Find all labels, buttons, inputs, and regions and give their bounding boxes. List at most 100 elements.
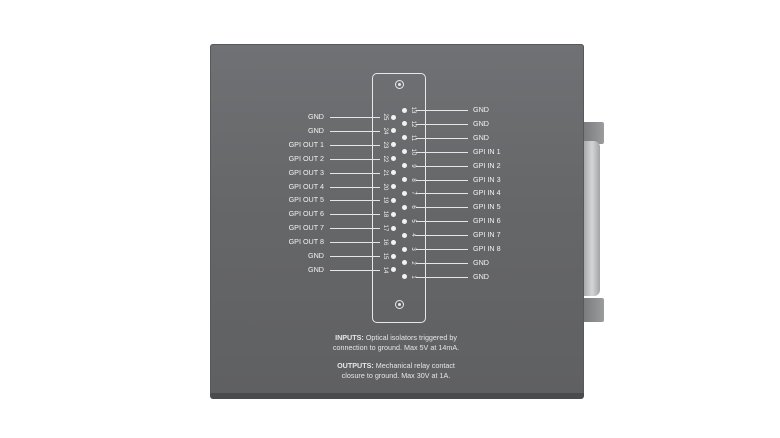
pin-number-16: 16 — [382, 238, 388, 246]
pin-label-21: GPI OUT 3 — [288, 167, 324, 177]
lead-line-pin-24 — [330, 130, 380, 132]
inputs-note: INPUTS: Optical isolators triggered by c… — [300, 333, 492, 352]
pin-8 — [402, 177, 407, 182]
pin-10 — [402, 149, 407, 155]
pin-11 — [402, 135, 407, 141]
lead-line-pin-13 — [416, 110, 468, 111]
bottom-screw-icon — [395, 300, 404, 309]
outputs-text-line-2: closure to ground. Max 30V at 1A. — [341, 370, 451, 380]
connector-mount-bracket-top — [584, 122, 604, 144]
lead-line-pin-17 — [330, 228, 380, 230]
pin-22 — [391, 156, 396, 162]
pin-1 — [402, 274, 407, 280]
pin-label-1: GND — [473, 271, 489, 281]
pin-label-4: GPI IN 7 — [473, 230, 501, 240]
outputs-heading: OUTPUTS: — [337, 361, 374, 370]
pin-label-17: GPI OUT 7 — [288, 223, 324, 233]
pin-14 — [391, 267, 396, 273]
lead-line-pin-16 — [330, 242, 380, 244]
lead-line-pin-8 — [416, 179, 468, 181]
pin-number-25: 25 — [382, 113, 388, 121]
pin-label-16: GPI OUT 8 — [288, 237, 324, 247]
pin-number-20: 20 — [382, 183, 388, 190]
pin-number-17: 17 — [382, 224, 388, 232]
lead-line-pin-7 — [416, 193, 468, 195]
lead-line-pin-9 — [416, 165, 468, 167]
pin-label-2: GND — [473, 257, 489, 267]
pin-25 — [391, 114, 396, 120]
pin-5 — [402, 218, 407, 224]
device-bottom-edge — [210, 393, 584, 399]
pin-label-3: GPI IN 8 — [473, 244, 501, 253]
pin-label-8: GPI IN 3 — [473, 174, 501, 184]
pin-label-7: GPI IN 4 — [473, 188, 501, 198]
pin-number-19: 19 — [382, 197, 388, 204]
lead-line-pin-2 — [416, 262, 468, 264]
inputs-heading: INPUTS: — [335, 333, 364, 342]
pin-label-11: GND — [473, 132, 489, 142]
pin-9 — [402, 163, 407, 169]
pin-label-6: GPI IN 5 — [473, 202, 501, 212]
pin-16 — [391, 239, 396, 245]
pin-label-23: GPI OUT 1 — [288, 139, 324, 149]
connector-mount-bracket-bottom — [584, 298, 604, 322]
pin-17 — [391, 225, 396, 231]
db25-connector-shell — [584, 141, 600, 296]
pin-15 — [391, 253, 396, 259]
lead-line-pin-11 — [416, 137, 468, 139]
pin-2 — [402, 260, 407, 266]
lead-line-pin-23 — [330, 144, 380, 146]
pin-number-23: 23 — [382, 141, 388, 149]
lead-line-pin-12 — [416, 123, 468, 125]
lead-line-pin-10 — [416, 151, 468, 153]
pin-number-15: 15 — [382, 252, 388, 260]
top-screw-icon — [395, 80, 404, 89]
converter-device-body — [210, 44, 584, 395]
lead-line-pin-14 — [330, 269, 380, 271]
pin-18 — [391, 211, 396, 217]
pin-20 — [391, 184, 396, 189]
lead-line-pin-25 — [330, 117, 380, 118]
lead-line-pin-1 — [416, 276, 468, 278]
pin-12 — [402, 121, 407, 127]
lead-line-pin-20 — [330, 186, 380, 188]
pin-label-22: GPI OUT 2 — [288, 153, 324, 163]
pin-label-20: GPI OUT 4 — [288, 181, 324, 191]
pin-label-24: GND — [308, 125, 324, 135]
pin-label-15: GND — [308, 251, 324, 260]
pin-6 — [402, 204, 407, 210]
lead-line-pin-22 — [330, 158, 380, 160]
outputs-note: OUTPUTS: Mechanical relay contact closur… — [300, 361, 492, 380]
pin-label-14: GND — [308, 264, 324, 274]
pin-label-12: GND — [473, 118, 489, 128]
pin-13 — [402, 107, 407, 113]
lead-line-pin-5 — [416, 221, 468, 223]
pin-number-18: 18 — [382, 210, 388, 218]
pin-23 — [391, 142, 396, 148]
pin-label-25: GND — [308, 112, 324, 121]
pin-21 — [391, 170, 396, 176]
lead-line-pin-19 — [330, 200, 380, 202]
lead-line-pin-21 — [330, 172, 380, 174]
inputs-text-line-1: Optical isolators triggered by — [363, 333, 457, 342]
pin-19 — [391, 197, 396, 203]
pin-label-9: GPI IN 2 — [473, 160, 501, 170]
outputs-text-line-1: Mechanical relay contact — [373, 361, 455, 370]
lead-line-pin-4 — [416, 235, 468, 237]
pin-number-22: 22 — [382, 155, 388, 163]
lead-line-pin-15 — [330, 256, 380, 257]
pin-7 — [402, 190, 407, 196]
inputs-text-line-2: connection to ground. Max 5V at 14mA. — [332, 342, 460, 352]
pin-3 — [402, 246, 407, 252]
pin-number-24: 24 — [382, 127, 388, 135]
pin-4 — [402, 232, 407, 238]
pin-number-14: 14 — [382, 266, 388, 274]
pin-number-21: 21 — [382, 169, 388, 176]
lead-line-pin-18 — [330, 214, 380, 216]
lead-line-pin-3 — [416, 249, 468, 250]
io-specification-notes: INPUTS: Optical isolators triggered by c… — [300, 333, 492, 389]
db25-port-outline — [372, 73, 426, 323]
pin-label-19: GPI OUT 5 — [288, 195, 324, 205]
pin-label-5: GPI IN 6 — [473, 216, 501, 226]
